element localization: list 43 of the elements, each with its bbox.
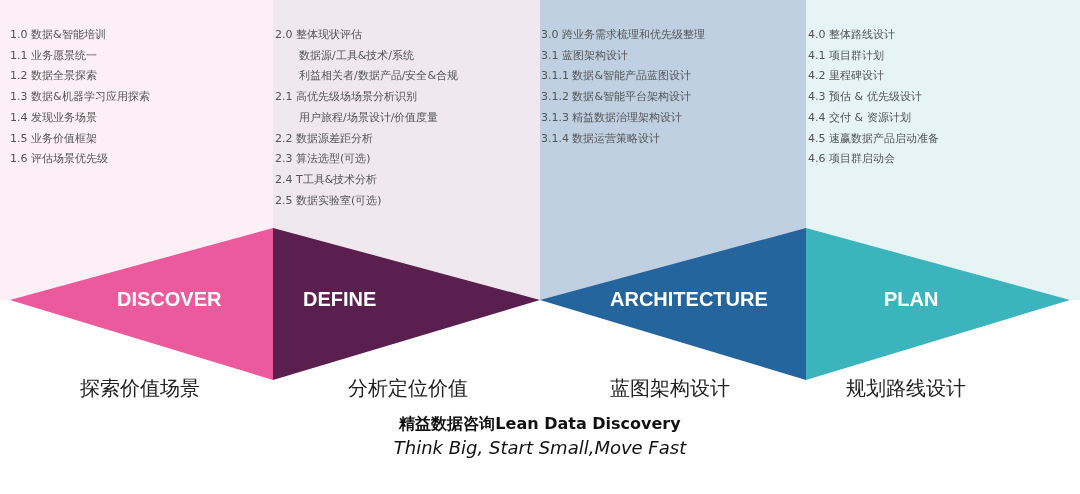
phase-triangle (273, 228, 540, 380)
list-item: 1.4 发现业务场景 (10, 110, 97, 125)
list-item: 2.5 数据实验室(可选) (275, 193, 382, 208)
list-item: 4.0 整体路线设计 (808, 28, 895, 42)
list-item: 1.6 评估场景优先级 (10, 152, 108, 167)
list-item: 3.1.1 数据&智能产品蓝图设计 (541, 69, 692, 84)
list-item: 1.0 数据&智能培训 (10, 28, 106, 42)
title: 精益数据咨询Lean Data Discovery (398, 414, 682, 435)
list-item: 1.1 业务愿景统一 (10, 48, 97, 63)
list-item: 4.4 交付 & 资源计划 (808, 110, 911, 125)
list-item: 4.5 速赢数据产品启动准备 (808, 131, 939, 146)
phase-triangle (10, 228, 273, 380)
list-item: 2.4 T工具&技术分析 (275, 172, 378, 187)
list-item: 3.1 蓝图架构设计 (541, 48, 628, 63)
phase-triangle (540, 228, 806, 380)
list-item: 用户旅程/场景设计/价值度量 (299, 110, 439, 125)
list-item: 4.1 项目群计划 (808, 48, 884, 63)
list-item: 1.3 数据&机器学习应用探索 (10, 90, 150, 105)
list-item: 利益相关者/数据产品/安全&合规 (299, 69, 458, 84)
phase-subtitle: 探索价值场景 (80, 375, 200, 402)
list-item: 2.1 高优先级场场景分析识别 (275, 90, 417, 105)
list-item: 4.6 项目群启动会 (808, 152, 895, 167)
list-item: 3.1.2 数据&智能平台架构设计 (541, 90, 692, 105)
phase-triangle (806, 228, 1070, 380)
phase-title: DEFINE (303, 288, 377, 311)
list-item: 2.2 数据源差距分析 (275, 131, 373, 146)
list-item: 4.2 里程碑设计 (808, 69, 884, 84)
list-item: 1.5 业务价值框架 (10, 131, 97, 146)
list-item: 2.0 整体现状评估 (275, 28, 362, 42)
phase-title: ARCHITECTURE (610, 288, 768, 311)
list-item: 3.0 跨业务需求梳理和优先级整理 (541, 28, 705, 42)
phase-title: DISCOVER (117, 288, 222, 311)
caption: Think Big, Start Small,Move Fast (392, 437, 688, 458)
phase-subtitle: 蓝图架构设计 (610, 375, 730, 402)
phase-subtitle: 分析定位价值 (348, 375, 468, 402)
list-item: 3.1.3 精益数据治理架构设计 (541, 110, 683, 125)
list-item: 3.1.4 数据运营策略设计 (541, 131, 661, 146)
list-item: 1.2 数据全景探索 (10, 69, 97, 84)
list-item: 2.3 算法选型(可选) (275, 152, 371, 167)
phase-title: PLAN (884, 288, 939, 311)
list-item: 4.3 预估 & 优先级设计 (808, 90, 922, 105)
phase-subtitle: 规划路线设计 (846, 375, 966, 402)
list-item: 数据源/工具&技术/系统 (299, 48, 414, 63)
